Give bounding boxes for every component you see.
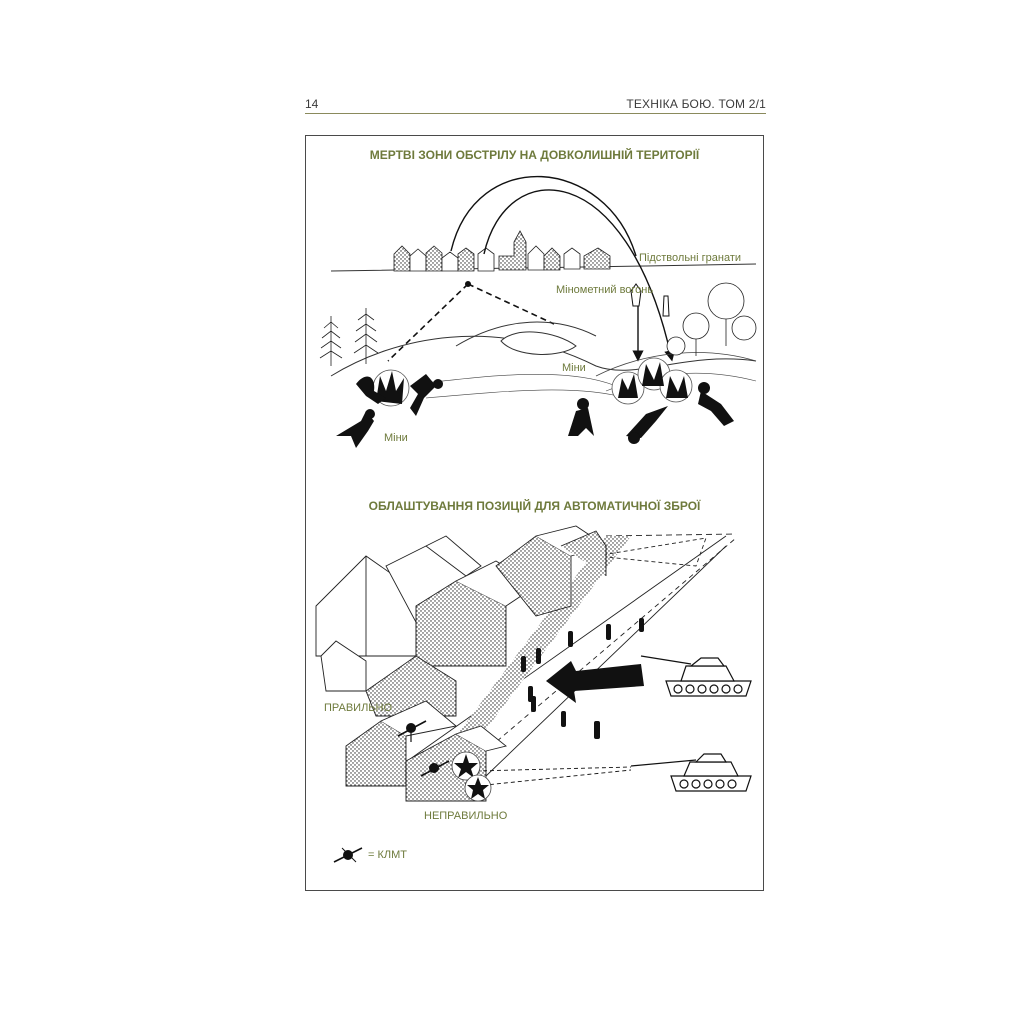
machine-gun-symbol-incorrect <box>420 760 450 777</box>
header-rule <box>305 113 766 114</box>
page-number: 14 <box>305 97 319 111</box>
running-head: ТЕХНІКА БОЮ. ТОМ 2/1 <box>626 97 766 111</box>
figure2-street-scene <box>315 525 737 802</box>
illustration-art <box>315 175 757 863</box>
village-silhouette <box>393 230 611 272</box>
label-mortar: Мінометний вогонь <box>556 284 654 296</box>
incorrect-position-explosions <box>451 751 492 802</box>
legend-mg-icon <box>333 847 363 863</box>
tank-lower <box>630 753 752 792</box>
label-mines-center: Міни <box>562 362 586 374</box>
figure2-title: ОБЛАШТУВАННЯ ПОЗИЦІЙ ДЛЯ АВТОМАТИЧНОЇ ЗБ… <box>368 499 701 513</box>
label-mines-left: Міни <box>384 432 408 444</box>
deciduous-trees <box>666 282 757 356</box>
label-incorrect: НЕПРАВИЛЬНО <box>424 810 508 822</box>
label-correct: ПРАВИЛЬНО <box>324 702 393 714</box>
grenade-trajectory <box>483 189 676 362</box>
mortar-trajectory <box>450 175 637 257</box>
figure1-casualties-right <box>568 357 734 444</box>
legend-label: = КЛМТ <box>368 849 407 861</box>
infantry-figures <box>521 618 644 739</box>
figure1-landscape <box>319 175 757 399</box>
label-grenades: Підствольні гранати <box>639 252 742 264</box>
figure1-casualties-left <box>336 369 443 448</box>
machine-gun-symbol-correct <box>397 720 427 742</box>
pine-trees <box>319 308 379 366</box>
illustration-frame: МЕРТВІ ЗОНИ ОБСТРІЛУ НА ДОВКОЛИШНІЙ ТЕРИ… <box>305 135 764 891</box>
tank-upper <box>640 655 752 697</box>
attack-arrow <box>546 661 644 703</box>
figure1-title: МЕРТВІ ЗОНИ ОБСТРІЛУ НА ДОВКОЛИШНІЙ ТЕРИ… <box>369 148 700 162</box>
